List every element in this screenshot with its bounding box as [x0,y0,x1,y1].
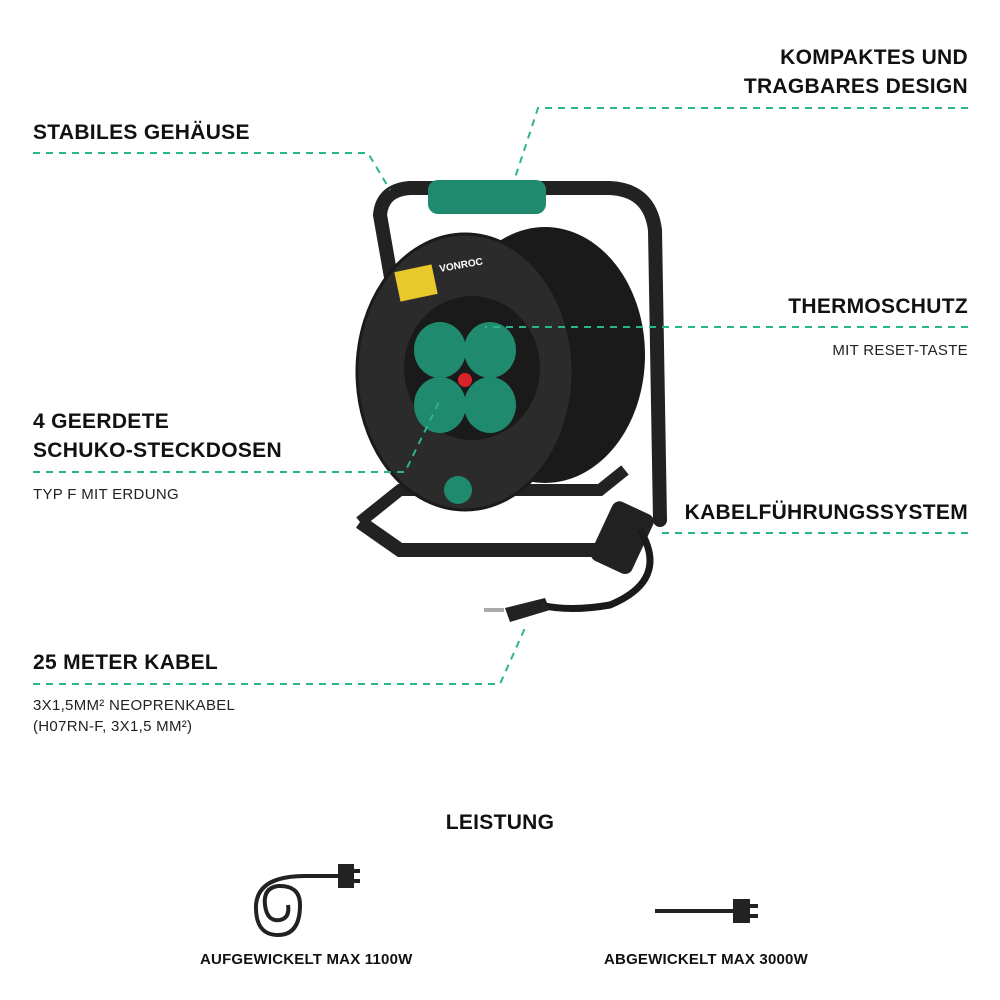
feature-cable-subtitle: 3X1,5MM² NEOPRENKABEL (H07RN-F, 3X1,5 MM… [33,695,235,737]
feature-design-line2: TRAGBARES DESIGN [743,75,968,98]
feature-cable-sub1: 3X1,5MM² NEOPRENKABEL [33,697,236,714]
feature-design-line1: KOMPAKTES UND [780,46,968,69]
feature-cable-sub2: (H07RN-F, 3X1,5 MM²) [33,718,193,735]
coiled-cable-plug-icon [253,864,360,938]
feature-cable-title: 25 METER KABEL [33,651,219,674]
feature-housing-title: STABILES GEHÄUSE [33,121,250,144]
power-title: LEISTUNG [445,811,555,834]
feature-thermal-title: THERMOSCHUTZ [788,295,968,318]
coiled-label: AUFGEWICKELT MAX 1100W [200,951,413,968]
uncoiled-label: ABGEWICKELT MAX 3000W [604,951,808,968]
feature-sockets-line2: SCHUKO-STECKDOSEN [33,439,282,462]
straight-cable-plug-icon [655,899,758,923]
feature-sockets-subtitle: TYP F MIT ERDUNG [33,486,179,503]
feature-sockets-line1: 4 GEERDETE [33,410,170,433]
feature-guide-title: KABELFÜHRUNGSSYSTEM [684,501,968,524]
feature-thermal-subtitle: MIT RESET-TASTE [832,342,968,359]
feature-design-title: KOMPAKTES UND TRAGBARES DESIGN [744,43,968,101]
feature-sockets-title: 4 GEERDETE SCHUKO-STECKDOSEN [33,407,282,465]
handle-grip [428,180,546,214]
thermal-reset-button [458,373,472,387]
